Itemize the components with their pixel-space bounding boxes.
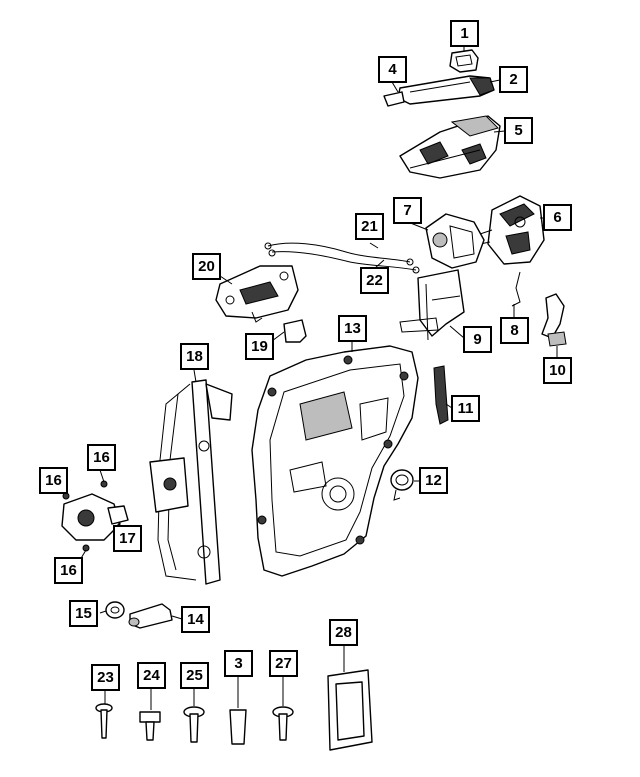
part-17-window-motor bbox=[61, 493, 129, 541]
callout-25: 25 bbox=[180, 662, 209, 689]
part-20-inside-handle bbox=[215, 265, 299, 323]
svg-text:20: 20 bbox=[198, 258, 215, 275]
part-14-seal bbox=[128, 603, 173, 629]
svg-text:11: 11 bbox=[458, 400, 474, 417]
callout-23: 23 bbox=[91, 664, 120, 691]
part-5-handle-bracket bbox=[399, 115, 501, 179]
callout-7: 7 bbox=[393, 197, 422, 224]
callout-3: 3 bbox=[224, 650, 253, 677]
svg-text:15: 15 bbox=[75, 605, 92, 622]
svg-text:6: 6 bbox=[553, 209, 561, 226]
callout-1: 1 bbox=[450, 20, 479, 47]
callout-22: 22 bbox=[360, 267, 389, 294]
callout-11: 11 bbox=[451, 395, 480, 422]
part-6-door-latch bbox=[479, 195, 545, 265]
svg-text:19: 19 bbox=[251, 338, 268, 355]
callout-13: 13 bbox=[338, 315, 367, 342]
svg-text:5: 5 bbox=[514, 122, 522, 139]
svg-text:18: 18 bbox=[186, 348, 203, 365]
part-25-bolt bbox=[183, 706, 205, 743]
callout-15: 15 bbox=[69, 600, 98, 627]
svg-text:23: 23 bbox=[97, 669, 114, 686]
svg-text:17: 17 bbox=[119, 530, 136, 547]
svg-text:14: 14 bbox=[187, 611, 204, 628]
callout-18: 18 bbox=[180, 343, 209, 370]
svg-text:28: 28 bbox=[335, 624, 352, 641]
svg-text:27: 27 bbox=[275, 655, 292, 672]
callout-16-left: 16 bbox=[39, 467, 68, 494]
part-9-bracket bbox=[399, 269, 465, 341]
svg-text:8: 8 bbox=[510, 322, 518, 339]
part-24-bolt bbox=[139, 711, 161, 741]
svg-text:16: 16 bbox=[93, 449, 110, 466]
svg-text:10: 10 bbox=[549, 362, 566, 379]
svg-text:9: 9 bbox=[473, 331, 481, 348]
callout-9: 9 bbox=[463, 326, 492, 353]
part-11-seal bbox=[433, 365, 449, 425]
callout-2: 2 bbox=[499, 66, 528, 93]
callout-4: 4 bbox=[378, 56, 407, 83]
part-2-outside-handle bbox=[383, 75, 495, 107]
svg-text:7: 7 bbox=[403, 202, 411, 219]
callout-21: 21 bbox=[355, 213, 384, 240]
svg-text:4: 4 bbox=[388, 61, 397, 78]
callout-14: 14 bbox=[181, 606, 210, 633]
svg-text:12: 12 bbox=[425, 472, 442, 489]
svg-text:13: 13 bbox=[344, 320, 361, 337]
part-12-plug bbox=[390, 469, 414, 501]
svg-text:3: 3 bbox=[234, 655, 242, 672]
callout-6: 6 bbox=[543, 204, 572, 231]
part-27-bolt bbox=[272, 706, 294, 741]
callout-12: 12 bbox=[419, 467, 448, 494]
part-18-window-regulator bbox=[149, 379, 233, 585]
svg-text:21: 21 bbox=[361, 218, 378, 235]
callout-28: 28 bbox=[329, 619, 358, 646]
callout-20: 20 bbox=[192, 253, 221, 280]
svg-text:25: 25 bbox=[186, 667, 203, 684]
part-7-latch-shield bbox=[425, 213, 485, 269]
part-28-trim-frame bbox=[327, 669, 373, 751]
callout-10: 10 bbox=[543, 357, 572, 384]
part-3-clip bbox=[229, 709, 247, 745]
svg-text:22: 22 bbox=[366, 272, 383, 289]
callout-8: 8 bbox=[500, 317, 529, 344]
part-15-grommet bbox=[105, 601, 125, 619]
part-8-rod bbox=[511, 271, 521, 307]
part-10-bumper bbox=[541, 293, 567, 347]
callout-16-bottom: 16 bbox=[54, 557, 83, 584]
part-1-gasket bbox=[449, 49, 479, 73]
callout-17: 17 bbox=[113, 525, 142, 552]
svg-text:1: 1 bbox=[460, 25, 468, 42]
callout-27: 27 bbox=[269, 650, 298, 677]
callout-5: 5 bbox=[504, 117, 533, 144]
svg-text:16: 16 bbox=[45, 472, 62, 489]
callout-24: 24 bbox=[137, 662, 166, 689]
part-13-door-module bbox=[251, 345, 419, 577]
part-21-22-cables bbox=[264, 242, 420, 274]
part-23-screw bbox=[95, 703, 113, 739]
svg-text:24: 24 bbox=[143, 667, 160, 684]
part-19-bezel bbox=[283, 319, 307, 343]
callout-16-top: 16 bbox=[87, 444, 116, 471]
svg-text:16: 16 bbox=[60, 562, 77, 579]
svg-text:2: 2 bbox=[509, 71, 517, 88]
callout-19: 19 bbox=[245, 333, 274, 360]
